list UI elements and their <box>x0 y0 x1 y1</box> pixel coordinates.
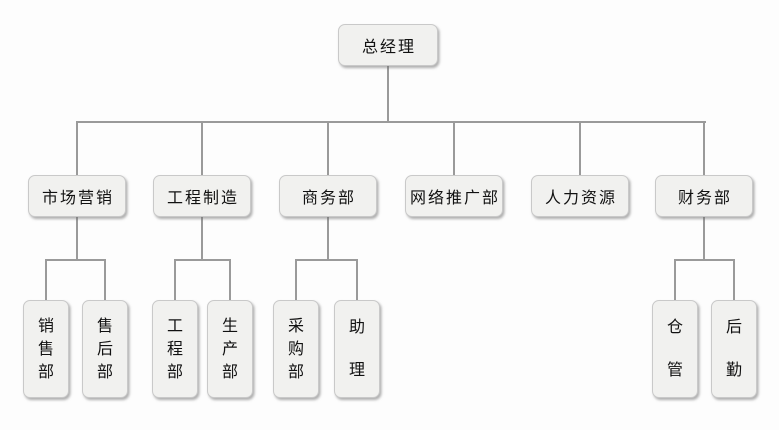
connector-level2-horizontal <box>76 121 706 123</box>
org-node-label: 工程制造 <box>166 190 239 207</box>
org-node-label: 生产部 <box>221 317 238 381</box>
connector-finance-children-horizontal <box>674 259 735 261</box>
org-node-marketing: 市场营销 <box>28 175 126 217</box>
connector-marketing-children-horizontal <box>45 259 106 261</box>
org-node-warehouse: 仓管 <box>652 300 698 398</box>
connector-marketing-vertical <box>76 217 78 261</box>
connector-business-vertical <box>327 217 329 261</box>
connector-root-vertical <box>387 66 389 123</box>
connector-engineering-stub <box>201 121 203 175</box>
connector-warehouse-stub <box>674 259 676 300</box>
org-node-finance-dept: 财务部 <box>655 175 753 217</box>
connector-engineering-vertical <box>201 217 203 261</box>
org-node-label: 后勤 <box>725 319 742 379</box>
org-node-label: 工程部 <box>166 317 183 381</box>
connector-engineering-children-horizontal <box>174 259 231 261</box>
org-node-label: 助理 <box>348 319 365 379</box>
org-node-production-dept: 生产部 <box>207 300 253 398</box>
org-node-label: 总经理 <box>361 39 416 56</box>
org-node-business-dept: 商务部 <box>279 175 377 217</box>
connector-sales-stub <box>45 259 47 300</box>
org-node-online-promotion-dept: 网络推广部 <box>405 175 503 217</box>
org-node-label: 采购部 <box>287 317 304 381</box>
org-node-engineering-manufacturing: 工程制造 <box>153 175 251 217</box>
org-node-label: 售后部 <box>96 317 113 381</box>
org-node-label: 销售部 <box>37 317 54 381</box>
org-node-general-manager: 总经理 <box>338 24 438 66</box>
org-node-label: 人力资源 <box>544 190 617 207</box>
connector-after-sales-stub <box>104 259 106 300</box>
org-node-logistics: 后勤 <box>711 300 757 398</box>
connector-production-stub <box>229 259 231 300</box>
connector-promotion-stub <box>453 121 455 175</box>
org-node-assistant: 助理 <box>334 300 380 398</box>
org-node-label: 网络推广部 <box>409 190 500 207</box>
org-node-label: 财务部 <box>677 190 732 207</box>
connector-assistant-stub <box>356 259 358 300</box>
connector-engineering-dept-stub <box>174 259 176 300</box>
org-node-purchasing-dept: 采购部 <box>273 300 319 398</box>
org-node-sales-dept: 销售部 <box>23 300 69 398</box>
connector-hr-stub <box>579 121 581 175</box>
org-node-label: 市场营销 <box>41 190 114 207</box>
org-node-label: 商务部 <box>301 190 356 207</box>
connector-business-stub <box>327 121 329 175</box>
connector-business-children-horizontal <box>295 259 358 261</box>
org-node-after-sales-dept: 售后部 <box>82 300 128 398</box>
org-node-label: 仓管 <box>666 319 683 379</box>
connector-finance-vertical <box>703 217 705 261</box>
connector-purchasing-stub <box>295 259 297 300</box>
connector-finance-stub <box>703 121 705 175</box>
connector-logistics-stub <box>733 259 735 300</box>
org-node-human-resources: 人力资源 <box>531 175 629 217</box>
org-node-engineering-dept: 工程部 <box>152 300 198 398</box>
connector-marketing-stub <box>76 121 78 175</box>
